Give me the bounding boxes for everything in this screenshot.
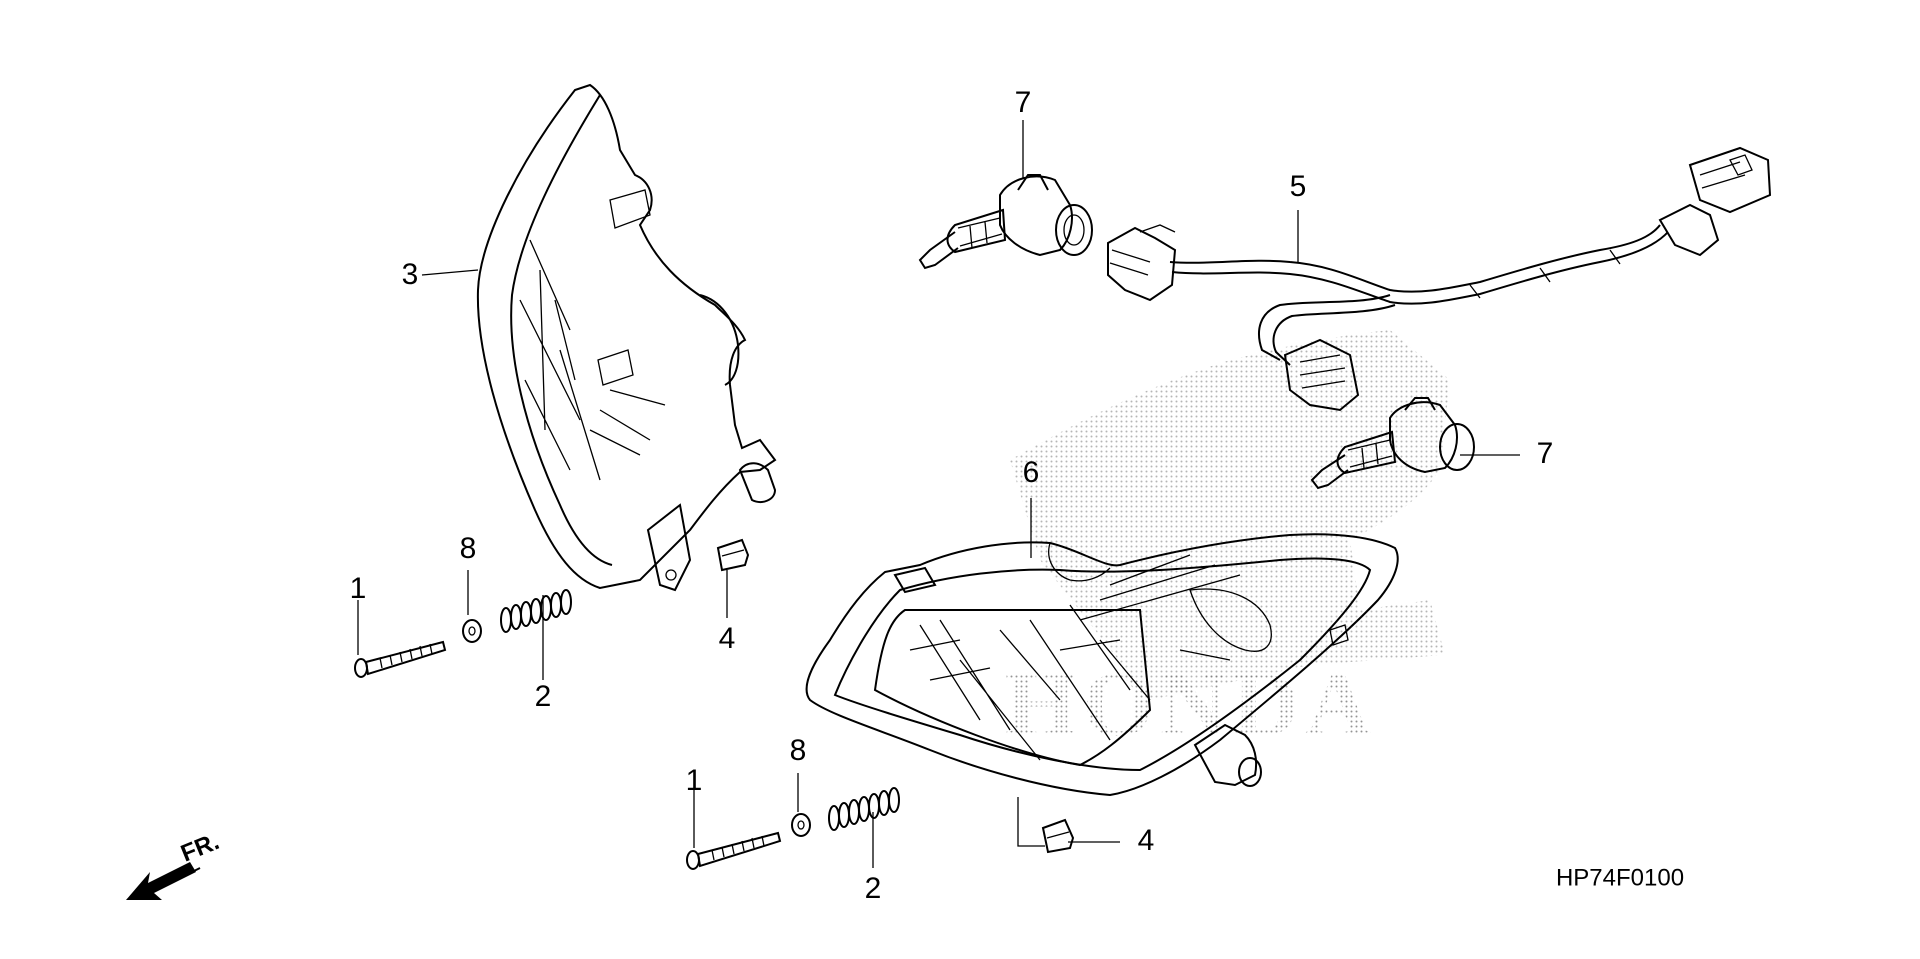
callout-right-washer: 8 xyxy=(790,734,807,767)
leader-lines xyxy=(357,120,1520,868)
callout-left-washer: 8 xyxy=(460,532,477,565)
callout-right-spring: 2 xyxy=(865,872,882,905)
right-washer xyxy=(791,813,811,837)
right-headlight xyxy=(805,533,1399,797)
front-direction-arrow: FR. xyxy=(126,828,223,900)
callout-lower-bulb: 7 xyxy=(1537,437,1554,470)
part-code: HP74F0100 xyxy=(1556,864,1684,891)
left-clip-nut xyxy=(716,538,750,572)
callouts: 3 7 5 7 6 8 1 2 4 8 1 2 4 xyxy=(350,86,1554,905)
left-spring xyxy=(500,589,572,633)
left-washer xyxy=(462,619,482,643)
wire-harness xyxy=(1107,146,1772,412)
left-bolt xyxy=(354,640,447,678)
callout-left-spring: 2 xyxy=(535,680,552,713)
upper-bulb xyxy=(918,174,1093,270)
front-direction-label: FR. xyxy=(177,828,223,868)
callout-right-headlight: 6 xyxy=(1023,456,1040,489)
brand-watermark: HONDA xyxy=(1005,653,1377,755)
callout-wire-harness: 5 xyxy=(1290,170,1307,203)
callout-left-clip-nut: 4 xyxy=(719,622,736,655)
right-spring xyxy=(828,787,900,831)
callout-left-headlight: 3 xyxy=(402,258,419,291)
callout-left-bolt: 1 xyxy=(350,572,367,605)
lower-bulb xyxy=(1310,397,1475,490)
left-headlight xyxy=(476,83,777,592)
right-bolt xyxy=(686,831,782,870)
right-clip-nut xyxy=(1041,818,1075,854)
callout-right-bolt: 1 xyxy=(686,764,703,797)
callout-right-clip-nut: 4 xyxy=(1138,824,1155,857)
shading-area xyxy=(1010,330,1450,700)
callout-upper-bulb: 7 xyxy=(1015,86,1032,119)
